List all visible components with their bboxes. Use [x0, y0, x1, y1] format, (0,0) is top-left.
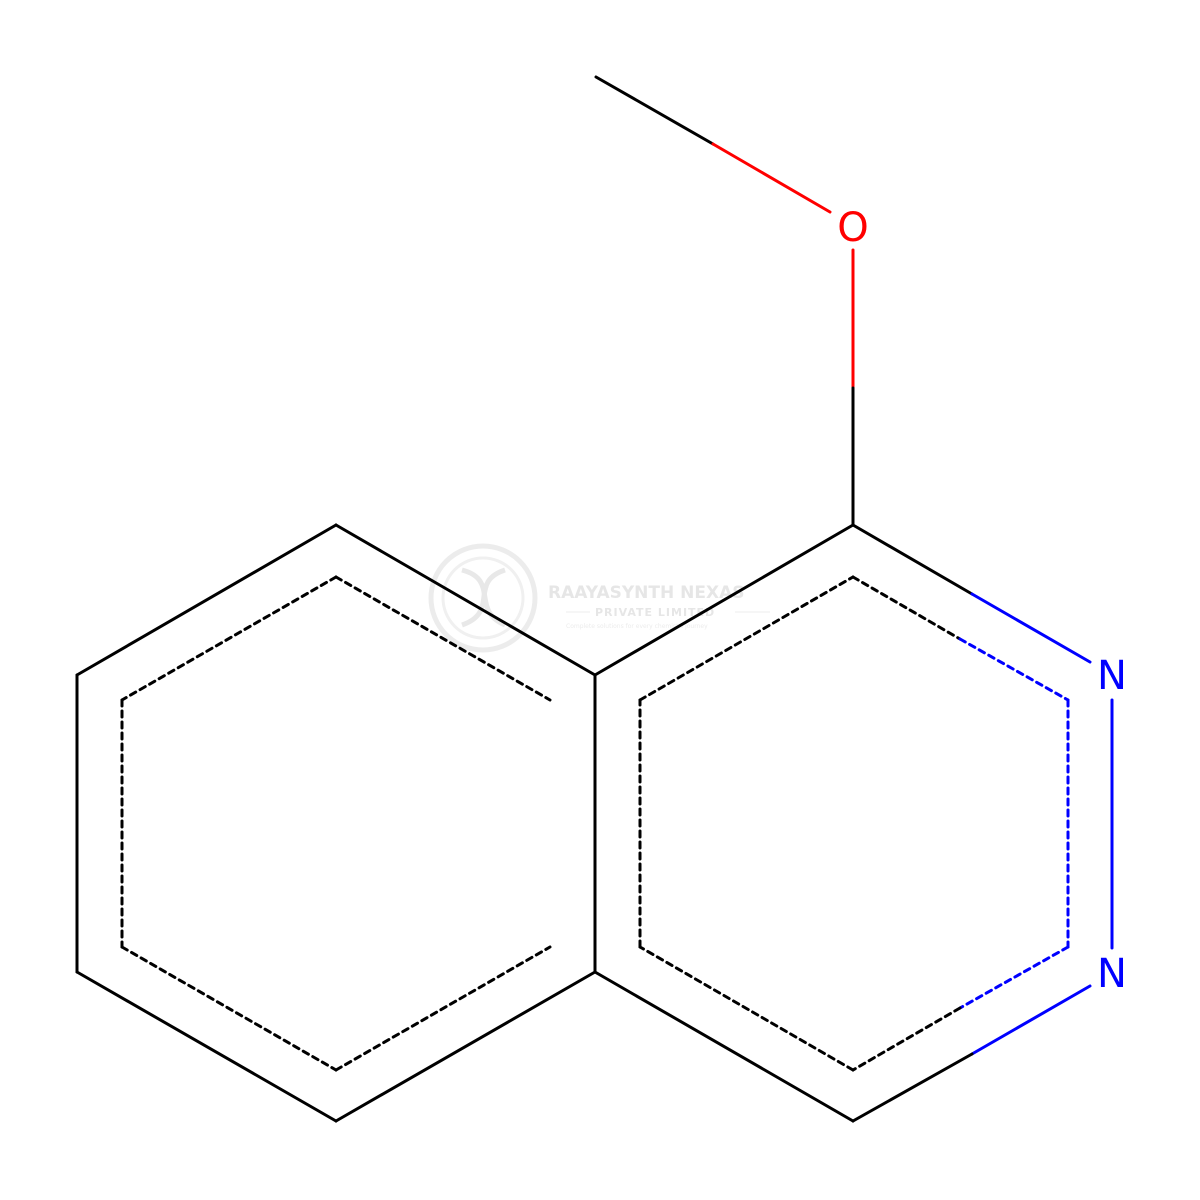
bond-ring-a4: [75, 970, 338, 1123]
bond-c1-n2-blue: [970, 592, 1092, 664]
bond-ring-a5: [334, 970, 597, 1123]
bond-c1-n2-black: [851, 523, 974, 596]
atom-oxygen: O: [837, 205, 868, 251]
left-ring-aromatic: [120, 575, 552, 1072]
watermark-company: RAAYASYNTH NEXAS: [548, 583, 745, 603]
watermark: RAAYASYNTH NEXAS PRIVATE LIMITED Complet…: [428, 543, 770, 653]
atom-nitrogen-2: N: [1097, 653, 1127, 699]
atom-labels: O N N: [837, 205, 1127, 997]
right-ring-aromatic: [638, 575, 1070, 1072]
atom-nitrogen-3: N: [1097, 951, 1127, 997]
bonds: [75, 75, 1114, 1123]
bond-c8a-c1: [593, 523, 855, 677]
bond-n3-c4-black: [851, 1052, 974, 1123]
bond-ch3-o: [594, 75, 715, 146]
bond-ch3-o-red: [711, 142, 832, 214]
watermark-logo-icon: [428, 543, 538, 653]
bond-ring-a2: [75, 523, 338, 677]
watermark-tagline: Complete solutions for every chemist's j…: [566, 623, 708, 630]
bond-ring-a1: [334, 523, 597, 677]
watermark-subtitle: PRIVATE LIMITED: [595, 606, 715, 619]
bond-c4-c4a: [593, 970, 855, 1123]
bond-n3-c4-blue: [970, 984, 1092, 1056]
